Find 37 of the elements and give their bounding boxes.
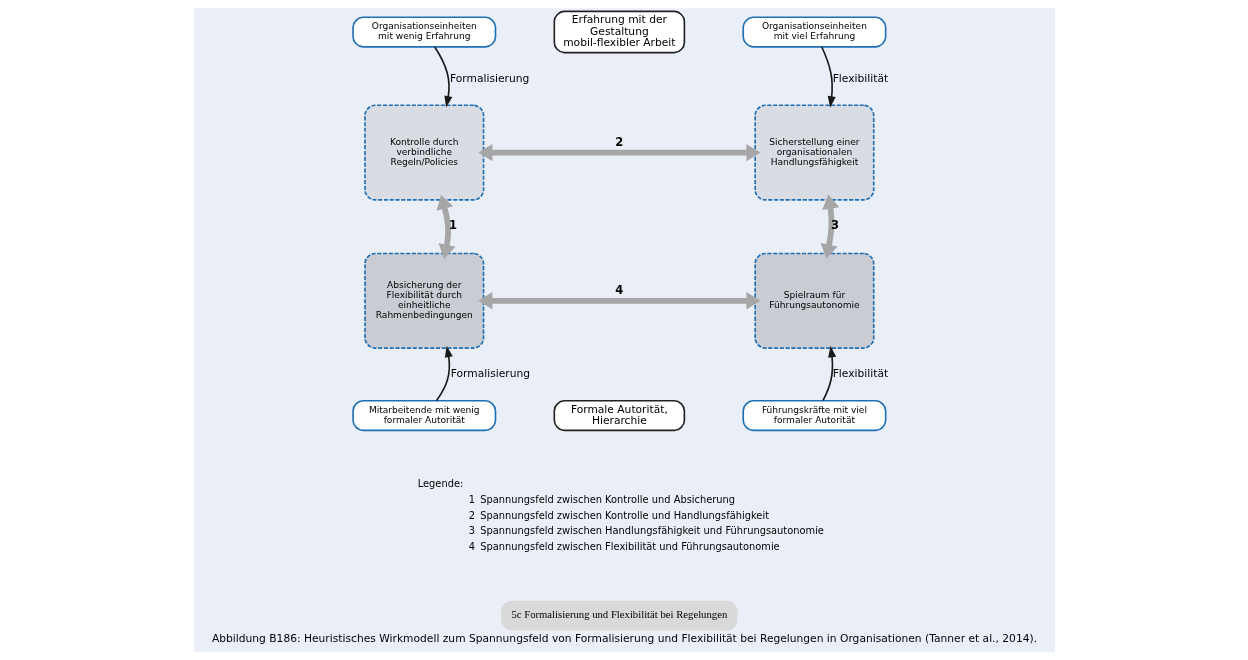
label: Spannungsfeld zwischen Handlungsfähigkeit und Führungsautonomie: [479, 525, 824, 537]
arrow: [477, 292, 761, 310]
edge-label: Flexibilität: [832, 367, 888, 381]
node-box: Organisationseinheiten mit viel Erfahrung: [741, 16, 886, 48]
edge-label: 4: [614, 283, 623, 298]
edge-label: 2: [614, 135, 623, 150]
label: 2: [468, 509, 475, 521]
node-box: Sicherstellung einer organisationalen Handlungsfähigkeit: [753, 104, 875, 201]
label: 5c Formalisierung und Flexibilität bei Regelungen: [510, 608, 727, 621]
node-box: Erfahrung mit der Gestaltung mobil-flexibler Arbeit: [553, 10, 685, 54]
edge-label: 1: [448, 217, 457, 232]
node-box: Absicherung der Flexibilität durch einheitliche Rahmenbedingungen: [363, 252, 484, 349]
node-box: Spielraum für Führungsautonomie: [753, 252, 875, 349]
arrow: [433, 46, 452, 108]
node-box: Führungskräfte mit viel formaler Autorität: [741, 399, 886, 432]
arrow: [436, 194, 455, 259]
arrow: [435, 345, 453, 402]
arrow: [820, 194, 839, 259]
label: 1: [468, 493, 475, 505]
arrow: [820, 46, 836, 108]
label: Legende:: [417, 478, 463, 490]
arrow: [821, 345, 836, 402]
edge-label: Formalisierung: [449, 71, 529, 85]
label: 3: [468, 525, 475, 537]
arrow: [477, 143, 761, 162]
label: 4: [468, 540, 475, 552]
edge-label: Formalisierung: [450, 367, 530, 381]
edge-label: Flexibilität: [832, 71, 888, 85]
node-box: Formale Autorität, Hierarchie: [553, 399, 685, 432]
label: Spannungsfeld zwischen Kontrolle und Absicherung: [479, 493, 735, 505]
label: Spannungsfeld zwischen Flexibilität und Führungsautonomie: [479, 540, 780, 552]
node-box: Kontrolle durch verbindliche Regeln/Policies: [363, 104, 484, 201]
label: Spannungsfeld zwischen Kontrolle und Handlungsfähigkeit: [479, 509, 769, 521]
caption: Abbildung B186: Heuristisches Wirkmodell zum Spannungsfeld von Formalisierung und Flexibilität bei Regelungen in Organisationen (Tanner et al., 2014).: [211, 632, 1037, 646]
node-box: Mitarbeitende mit wenig formaler Autorität: [351, 399, 496, 432]
edge-label: 3: [830, 217, 839, 232]
node-box: Organisationseinheiten mit wenig Erfahrung: [351, 16, 496, 48]
